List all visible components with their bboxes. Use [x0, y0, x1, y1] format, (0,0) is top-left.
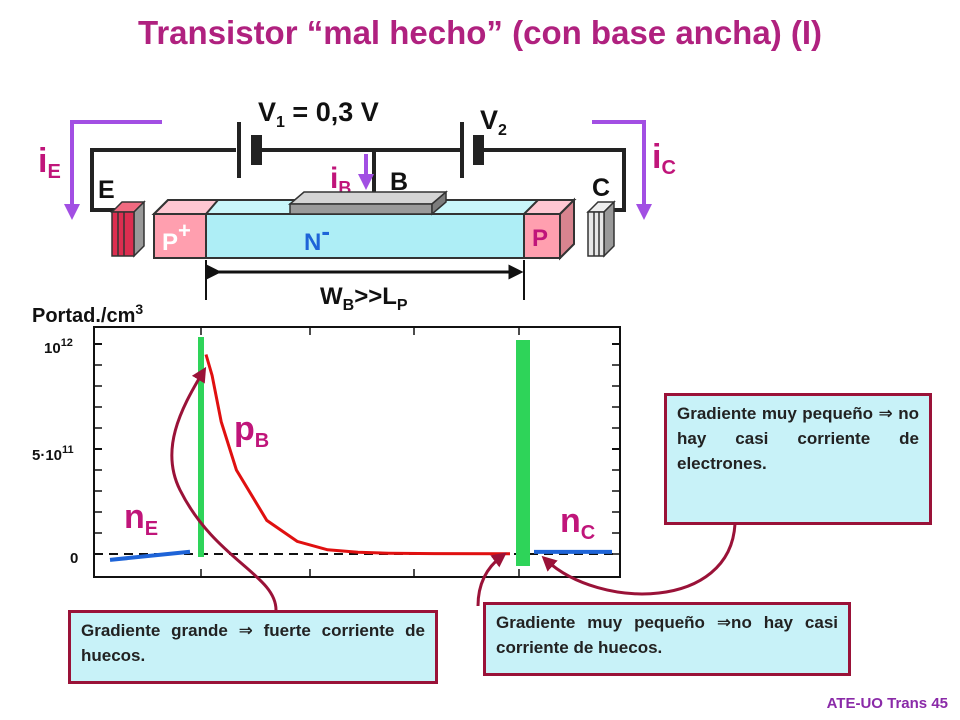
slide-footer: ATE-UO Trans 45: [826, 695, 948, 712]
emitter-contact: [110, 200, 146, 258]
plot-y-axis-label: Portad./cm3: [32, 301, 143, 327]
v2-label: V2: [480, 105, 507, 139]
battery-v1-icon: [237, 122, 262, 178]
circuit-wires: [90, 148, 626, 212]
pointer-emitter-note: [170, 366, 278, 611]
note-electron-gradient: Gradiente muy pequeño ⇒ no hay casi corr…: [664, 393, 932, 525]
ne-line: [109, 549, 191, 562]
emitter-current-arrow: [64, 120, 162, 220]
base-contact: [287, 190, 449, 216]
tick-label-zero: 0: [70, 550, 78, 567]
terminal-e-label: E: [98, 176, 115, 204]
pb-curve: [204, 354, 511, 556]
collector-contact: [586, 200, 616, 258]
pointer-electron-note: [541, 523, 737, 596]
collector-junction-bar: [516, 340, 530, 566]
transistor-bar: [151, 197, 577, 261]
terminal-c-label: C: [592, 174, 610, 202]
plot-ticks: [94, 327, 620, 577]
ic-label: iC: [652, 138, 676, 179]
pointer-collector-note: [476, 552, 507, 607]
ie-label: iE: [38, 142, 61, 183]
v1-label: V1 = 0,3 V: [258, 97, 379, 131]
nc-label: nC: [560, 502, 595, 544]
region-p-plus-label: P+: [162, 218, 191, 256]
ne-label: nE: [124, 498, 158, 540]
pb-label: pB: [234, 410, 269, 452]
emitter-junction-bar: [198, 337, 204, 557]
concentration-plot: Portad./cm3 1012 5·1011 0 pB nE nC: [32, 301, 621, 578]
tick-label-5e11: 5·1011: [32, 444, 74, 464]
region-p-label: P: [532, 225, 548, 252]
note-collector-holes: Gradiente muy pequeño ⇒no hay casi corri…: [483, 602, 851, 676]
tick-label-1e12: 1012: [44, 337, 73, 357]
collector-current-arrow: [592, 120, 652, 220]
page-title: Transistor “mal hecho” (con base ancha) …: [138, 14, 822, 51]
width-label: WB>>LP: [320, 283, 408, 314]
region-n-minus-label: N-: [304, 216, 330, 256]
terminal-b-label: B: [390, 168, 408, 196]
plot-frame: [93, 326, 621, 578]
note-emitter-gradient: Gradiente grande ⇒ fuerte corriente de h…: [68, 610, 438, 684]
battery-v2-icon: [460, 122, 484, 178]
